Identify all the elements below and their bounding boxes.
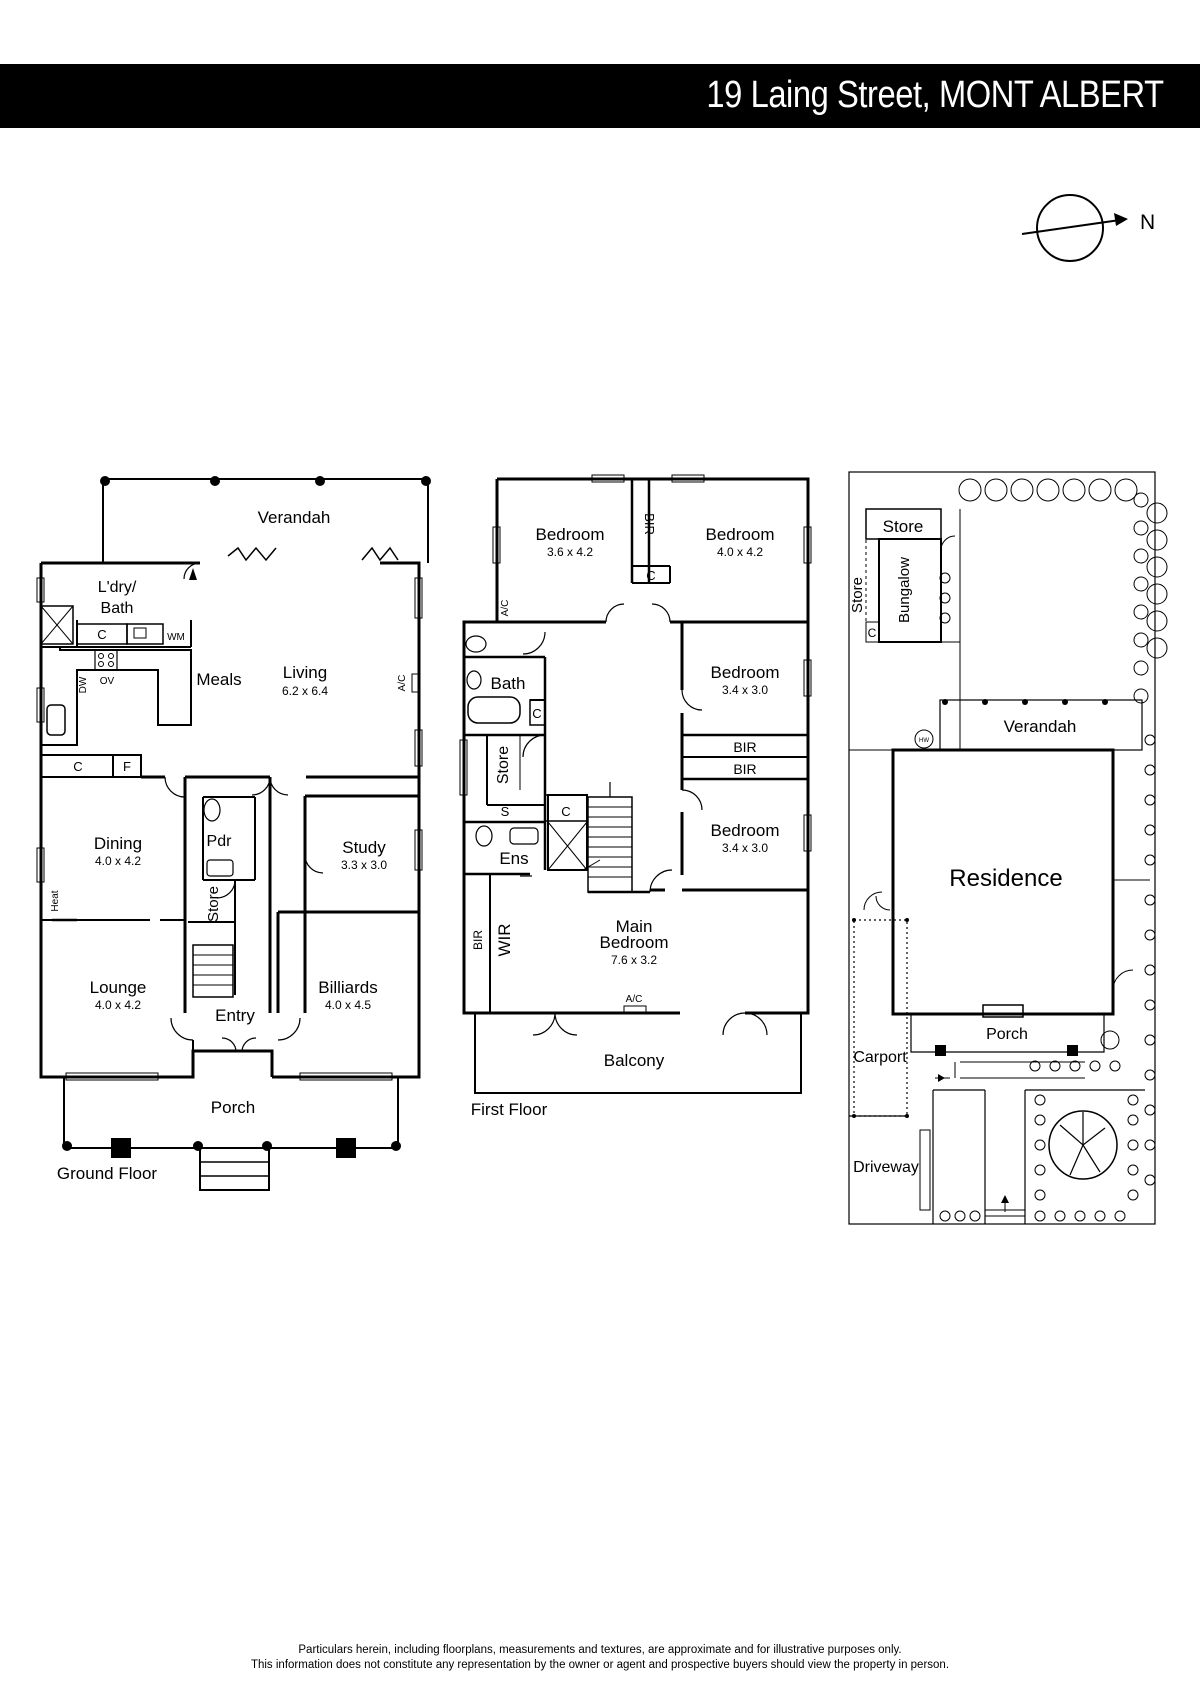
- ground-floor-posts: [62, 476, 431, 1158]
- fixture-bir-1: BIR: [733, 739, 756, 755]
- room-billiards-dims: 4.0 x 4.5: [325, 998, 371, 1012]
- fixture-c-laundry: C: [97, 627, 106, 642]
- room-main-bedroom-line2: Bedroom: [600, 933, 669, 952]
- site-driveway: Driveway: [853, 1159, 919, 1176]
- fixture-c-bath: C: [532, 706, 541, 721]
- room-balcony: Balcony: [604, 1051, 665, 1070]
- room-entry: Entry: [215, 1006, 255, 1025]
- site-verandah: Verandah: [1004, 717, 1077, 736]
- site-bungalow: Bungalow: [896, 557, 913, 623]
- room-store-first: Store: [495, 746, 512, 784]
- site-plan-posts: [852, 699, 1108, 1203]
- room-laundry-line1: L'dry/: [98, 579, 137, 596]
- room-porch: Porch: [211, 1098, 255, 1117]
- room-dining: Dining: [94, 834, 142, 853]
- fixture-ac-living: A/C: [397, 675, 408, 692]
- site-carport: Carport: [853, 1049, 907, 1066]
- room-laundry-line2: Bath: [101, 600, 134, 617]
- room-bedroom-2-dims: 4.0 x 4.2: [717, 545, 763, 559]
- ground-floor-walls: [36, 478, 429, 1191]
- room-main-bedroom-dims: 7.6 x 3.2: [611, 953, 657, 967]
- disclaimer-line1: Particulars herein, including floorplans…: [298, 1644, 902, 1656]
- fixture-bir-2: BIR: [733, 761, 756, 777]
- site-porch: Porch: [986, 1026, 1028, 1043]
- address-title: 19 Laing Street, MONT ALBERT: [706, 74, 1165, 116]
- site-plan-labels: Store Bungalow Store C Verandah HW Resid…: [849, 517, 1076, 1176]
- site-plan-shrubs: [919, 478, 1168, 1222]
- site-plan-lines: [848, 471, 1156, 1225]
- room-living: Living: [283, 663, 327, 682]
- room-bedroom-4: Bedroom: [711, 821, 780, 840]
- fixture-bir-main: BIR: [471, 930, 485, 950]
- compass-icon: [1021, 194, 1128, 262]
- room-pdr: Pdr: [207, 833, 233, 850]
- fixture-ac-main: A/C: [626, 994, 643, 1005]
- room-billiards: Billiards: [318, 978, 378, 997]
- first-floor-label: First Floor: [471, 1100, 548, 1119]
- room-study: Study: [342, 838, 386, 857]
- site-hw: HW: [919, 738, 929, 744]
- room-main-bedroom-line1: Main: [616, 917, 653, 936]
- room-bath: Bath: [491, 674, 526, 693]
- fixture-bir-top: BIR: [642, 513, 657, 535]
- room-lounge-dims: 4.0 x 4.2: [95, 998, 141, 1012]
- fixture-c-stair: C: [561, 804, 570, 819]
- disclaimer-line2: This information does not constitute any…: [250, 1659, 950, 1671]
- fixture-ov: OV: [100, 676, 115, 687]
- room-study-dims: 3.3 x 3.0: [341, 858, 387, 872]
- compass-north-label: N: [1140, 211, 1155, 234]
- room-bedroom-2: Bedroom: [706, 525, 775, 544]
- room-dining-dims: 4.0 x 4.2: [95, 854, 141, 868]
- room-bedroom-1: Bedroom: [536, 525, 605, 544]
- room-bedroom-3-dims: 3.4 x 3.0: [722, 683, 768, 697]
- site-store-side: Store: [849, 577, 866, 613]
- fixture-heat: Heat: [50, 890, 61, 911]
- first-floor-walls: [459, 474, 812, 1094]
- fixture-f-fridge: F: [123, 759, 131, 774]
- room-meals: Meals: [196, 670, 241, 689]
- fixture-c-cupboard: C: [73, 759, 82, 774]
- room-bedroom-3: Bedroom: [711, 663, 780, 682]
- fixture-s: S: [501, 804, 510, 819]
- header-banner: 19 Laing Street, MONT ALBERT: [0, 64, 1200, 128]
- room-bedroom-4-dims: 3.4 x 3.0: [722, 841, 768, 855]
- ground-floor-labels: Verandah L'dry/ Bath Meals Living 6.2 x …: [50, 508, 408, 1183]
- fixture-wm: WM: [167, 632, 185, 643]
- fixture-c-top: C: [646, 568, 655, 583]
- site-store: Store: [883, 517, 924, 536]
- room-store: Store: [205, 886, 222, 922]
- first-floor-labels: Bedroom 3.6 x 4.2 BIR C Bedroom 4.0 x 4.…: [471, 513, 780, 1119]
- room-bedroom-1-dims: 3.6 x 4.2: [547, 545, 593, 559]
- site-residence: Residence: [949, 865, 1062, 892]
- room-verandah: Verandah: [258, 508, 331, 527]
- room-living-dims: 6.2 x 6.4: [282, 684, 328, 698]
- room-ens: Ens: [499, 849, 528, 868]
- ground-floor-label: Ground Floor: [57, 1164, 157, 1183]
- fixture-ac-bed1: A/C: [500, 600, 511, 617]
- fixture-dw: DW: [78, 676, 89, 693]
- site-c: C: [868, 626, 877, 640]
- room-lounge: Lounge: [90, 978, 147, 997]
- room-wir: WIR: [495, 923, 514, 956]
